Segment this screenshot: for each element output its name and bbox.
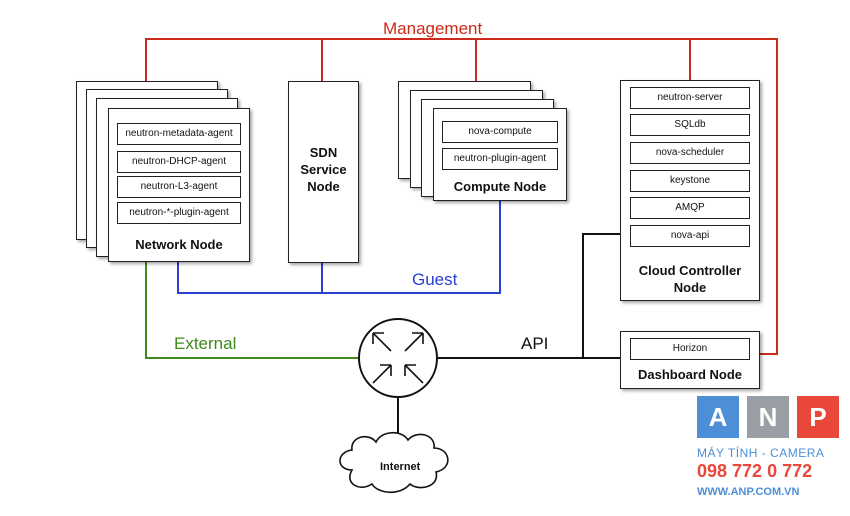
- service-neutron-plugin-agent: neutron-*-plugin-agent: [117, 202, 241, 224]
- cloud-controller-node: neutron-server SQLdb nova-scheduler keys…: [620, 80, 760, 301]
- controller-node-title-line1: Cloud Controller: [638, 263, 742, 278]
- guest-label: Guest: [412, 270, 458, 289]
- anp-letter-p: P: [797, 396, 839, 438]
- sdn-node-title-line3: Node: [307, 179, 340, 194]
- management-label: Management: [383, 19, 483, 38]
- anp-letter-a: A: [697, 396, 739, 438]
- service-neutron-metadata-agent: neutron-metadata-agent: [117, 123, 241, 145]
- dashboard-node: Horizon Dashboard Node: [620, 331, 760, 389]
- internet-label: Internet: [380, 461, 421, 473]
- service-neutron-dhcp-agent: neutron-DHCP-agent: [117, 151, 241, 173]
- network-node-title: Network Node: [135, 237, 223, 252]
- router-icon: [358, 318, 438, 398]
- api-label: API: [521, 334, 549, 353]
- dashboard-node-title: Dashboard Node: [637, 367, 742, 382]
- controller-node-title-line2: Node: [673, 280, 707, 295]
- anp-website: WWW.ANP.COM.VN: [697, 486, 800, 498]
- service-nova-compute: nova-compute: [442, 121, 558, 143]
- anp-tagline: MÁY TÍNH - CAMERA: [697, 446, 825, 460]
- service-neutron-server: neutron-server: [630, 87, 750, 109]
- sdn-node-title-line2: Service: [300, 162, 347, 177]
- external-label: External: [174, 334, 237, 353]
- service-nova-api: nova-api: [630, 225, 750, 247]
- service-neutron-plugin-agent-compute: neutron-plugin-agent: [442, 148, 558, 170]
- sdn-node-title-line1: SDN: [309, 145, 338, 160]
- anp-phone: 098 772 0 772: [697, 461, 813, 481]
- network-node-card: neutron-metadata-agent neutron-DHCP-agen…: [108, 108, 250, 262]
- external-network-line: [145, 262, 360, 359]
- service-horizon: Horizon: [630, 338, 750, 360]
- compute-node-title: Compute Node: [453, 179, 547, 194]
- management-network-lines: [145, 38, 778, 355]
- anp-letter-n: N: [747, 396, 789, 438]
- service-keystone: keystone: [630, 170, 750, 192]
- service-neutron-l3-agent: neutron-L3-agent: [117, 176, 241, 198]
- guest-network-lines: [177, 200, 501, 294]
- service-sqldb: SQLdb: [630, 114, 750, 136]
- service-amqp: AMQP: [630, 197, 750, 219]
- compute-node-card: nova-compute neutron-plugin-agent Comput…: [433, 108, 567, 201]
- service-nova-scheduler: nova-scheduler: [630, 142, 750, 164]
- internet-cloud-icon: [339, 431, 449, 494]
- sdn-service-node: SDN Service Node: [288, 81, 359, 263]
